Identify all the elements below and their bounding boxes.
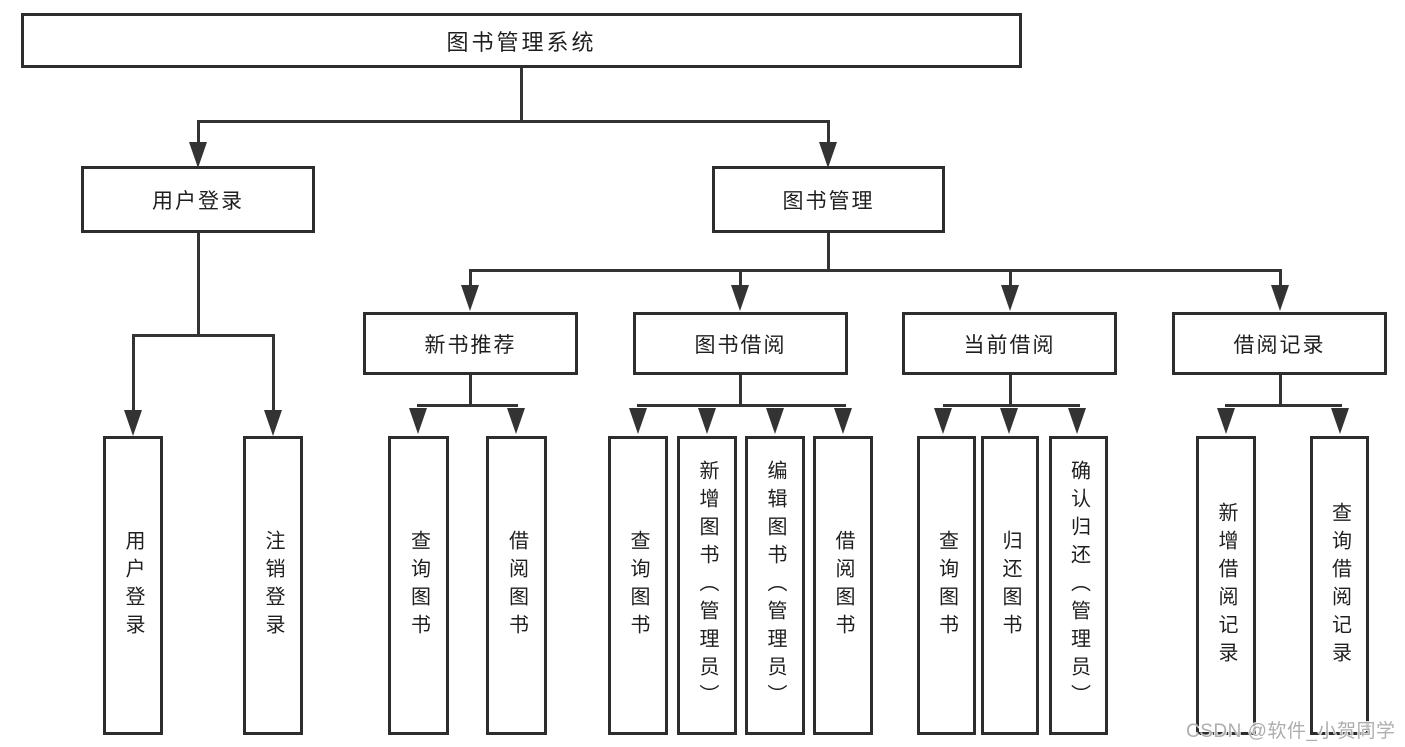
leaf-query-borrow-record-label: 查询借阅记录 [1328,501,1351,670]
leaf-borrow-books: 借阅图书 [813,436,873,735]
node-new-book-recommend: 新书推荐 [363,312,578,375]
leaf-query-books-recommend-label: 查询图书 [407,529,430,642]
leaf-user-login: 用户登录 [103,436,163,735]
leaf-add-borrow-record: 新增借阅记录 [1196,436,1256,735]
node-current-borrow: 当前借阅 [902,312,1117,375]
arrowhead-icon [264,410,282,436]
connector-management-horizontal [468,269,1282,272]
arrowhead-icon [766,408,784,434]
leaf-confirm-return-admin-label: 确认归还（管理员） [1067,459,1090,712]
connector-recommend-stub [468,375,472,407]
leaf-query-borrow-record: 查询借阅记录 [1310,436,1369,735]
leaf-add-books-admin: 新增图书（管理员） [677,436,737,735]
arrowhead-icon [1331,408,1349,434]
node-user-login-label: 用户登录 [152,189,244,213]
leaf-return-books: 归还图书 [981,436,1039,735]
arrowhead-icon [1000,408,1018,434]
leaf-add-borrow-record-label: 新增借阅记录 [1215,501,1237,670]
node-book-management: 图书管理 [712,166,945,233]
arrowhead-icon [1217,408,1235,434]
node-user-login: 用户登录 [81,166,315,233]
leaf-user-login-label: 用户登录 [122,529,144,642]
connector-current-stub [1008,375,1012,407]
leaf-query-books-borrow: 查询图书 [608,436,668,735]
arrowhead-icon [698,408,716,434]
node-borrow-records: 借阅记录 [1172,312,1387,375]
connector-management-drop-3 [1008,269,1012,286]
connector-login-drop-right [271,334,275,412]
node-book-borrow-label: 图书借阅 [694,333,787,357]
connector-root-stub [519,68,523,121]
arrowhead-icon [731,285,749,311]
leaf-confirm-return-admin: 确认归还（管理员） [1049,436,1108,735]
node-book-management-label: 图书管理 [782,189,875,213]
arrowhead-icon [629,408,647,434]
leaf-query-books-current-label: 查询图书 [935,529,958,642]
csdn-watermark: CSDN @软件_小贺同学 [1186,721,1396,742]
connector-management-stub [826,233,830,272]
connector-root-horizontal [196,120,830,123]
leaf-query-books-borrow-label: 查询图书 [627,529,649,642]
connector-root-drop-right [826,120,830,146]
connector-management-drop-4 [1278,269,1282,286]
node-root: 图书管理系统 [21,13,1022,68]
arrowhead-icon [1001,285,1019,311]
connector-management-drop-2 [738,269,742,286]
leaf-add-books-admin-label: 新增图书（管理员） [696,459,718,712]
connector-current-horizontal [942,404,1080,407]
arrowhead-icon [189,142,207,168]
leaf-logout: 注销登录 [243,436,303,735]
connector-borrow-stub [738,375,742,407]
connector-borrow-horizontal [636,404,846,407]
node-root-label: 图书管理系统 [446,29,597,55]
arrowhead-icon [1068,408,1086,434]
leaf-borrow-books-recommend: 借阅图书 [486,436,547,735]
connector-root-drop-left [196,120,200,146]
leaf-logout-label: 注销登录 [262,529,284,642]
arrowhead-icon [461,285,479,311]
node-book-borrow: 图书借阅 [633,312,848,375]
connector-recommend-horizontal [416,404,518,407]
node-current-borrow-label: 当前借阅 [963,333,1056,357]
leaf-borrow-books-label: 借阅图书 [832,529,854,642]
connector-login-drop-left [131,334,135,412]
connector-records-horizontal [1224,404,1342,407]
leaf-query-books-current: 查询图书 [917,436,976,735]
arrowhead-icon [409,408,427,434]
leaf-edit-books-admin: 编辑图书（管理员） [745,436,805,735]
arrowhead-icon [507,408,525,434]
arrowhead-icon [1271,285,1289,311]
arrowhead-icon [124,410,142,436]
arrowhead-icon [834,408,852,434]
node-borrow-records-label: 借阅记录 [1233,333,1326,357]
leaf-return-books-label: 归还图书 [999,529,1021,642]
connector-records-stub [1278,375,1282,407]
connector-login-horizontal [131,334,275,337]
connector-login-stub [196,233,200,335]
arrowhead-icon [819,142,837,168]
node-new-book-recommend-label: 新书推荐 [424,333,517,357]
arrowhead-icon [934,408,952,434]
connector-management-drop-1 [468,269,472,286]
leaf-borrow-books-recommend-label: 借阅图书 [505,529,528,642]
leaf-edit-books-admin-label: 编辑图书（管理员） [764,459,786,712]
leaf-query-books-recommend: 查询图书 [388,436,449,735]
